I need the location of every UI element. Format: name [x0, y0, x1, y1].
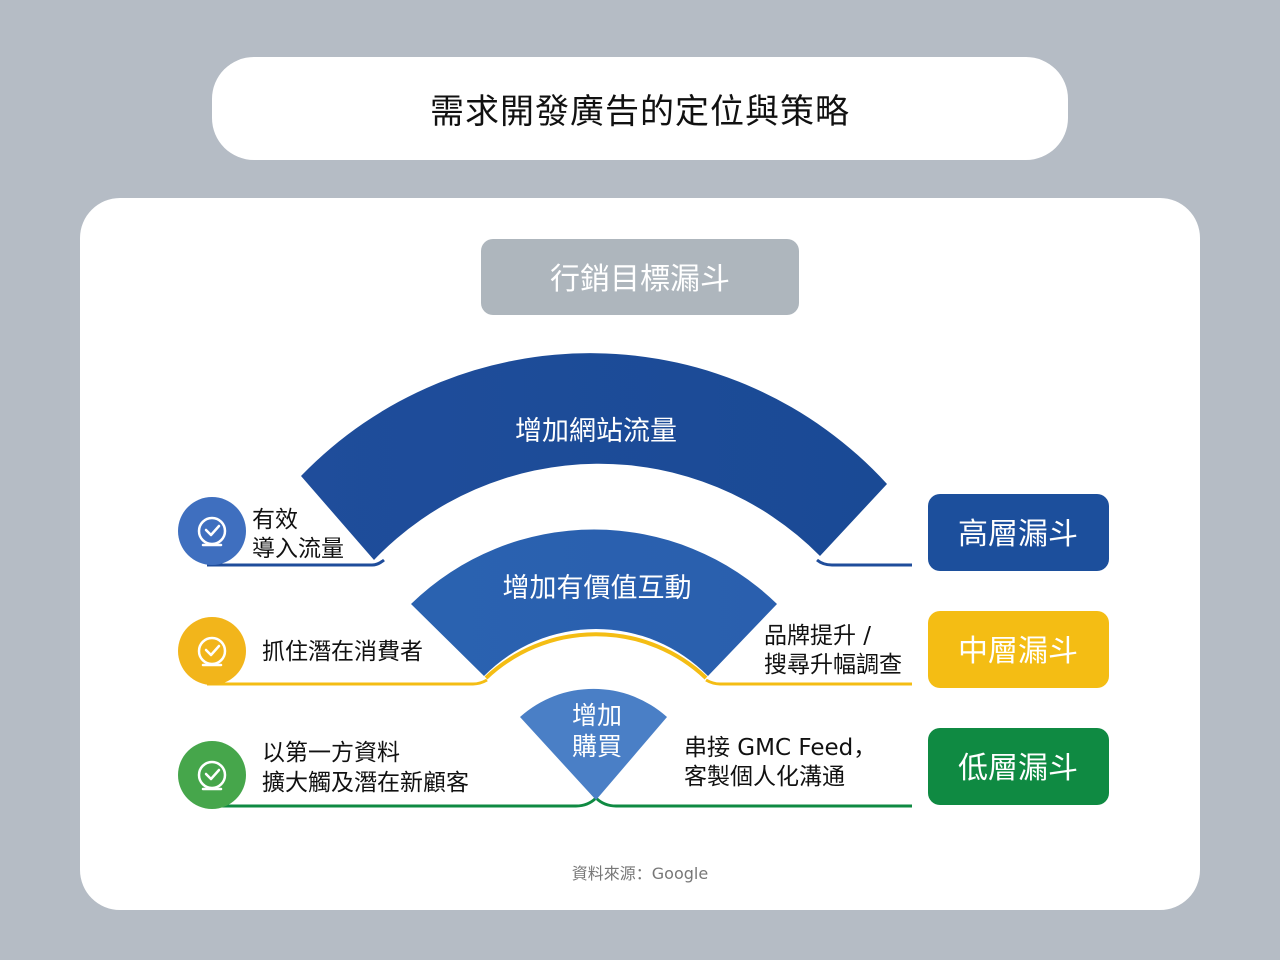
mid-arc-accent	[484, 632, 708, 680]
funnel-header-text: 行銷目標漏斗	[550, 262, 730, 297]
page-title: 需求開發廣告的定位與策略	[430, 92, 850, 132]
low-right-line1: 串接 GMC Feed，	[684, 735, 876, 761]
badge-mid-text: 中層漏斗	[958, 634, 1078, 669]
high-left-line	[207, 558, 385, 567]
mid-right-line	[705, 678, 912, 686]
mid-band	[411, 529, 777, 676]
low-right-line2: 客製個人化溝通	[684, 764, 845, 790]
low-band-line2: 購買	[572, 732, 622, 761]
low-band	[520, 688, 667, 800]
badge-mid: 中層漏斗	[928, 611, 1109, 688]
high-band	[301, 353, 887, 560]
funnel-header-bg	[481, 239, 799, 315]
mid-check-icon	[178, 617, 246, 685]
mid-left-line	[207, 678, 488, 686]
badge-high: 高層漏斗	[928, 494, 1109, 571]
low-line	[207, 795, 912, 808]
low-check-icon	[178, 741, 246, 809]
mid-right-line2: 搜尋升幅調查	[764, 652, 902, 678]
source-note: 資料來源：Google	[571, 864, 709, 883]
mid-right-line1: 品牌提升 /	[764, 623, 871, 649]
low-band-line1: 增加	[572, 701, 622, 730]
high-left-line1: 有效	[252, 507, 298, 533]
high-right-line	[816, 558, 912, 567]
badge-low-text: 低層漏斗	[958, 751, 1078, 786]
high-band-text: 增加網站流量	[515, 416, 677, 447]
badge-high-text: 高層漏斗	[958, 517, 1078, 552]
funnel-header: 行銷目標漏斗	[481, 239, 799, 315]
mid-band-text: 增加有價值互動	[503, 573, 692, 604]
title-banner: 需求開發廣告的定位與策略	[212, 57, 1068, 160]
mid-left-text: 抓住潛在消費者	[262, 639, 423, 665]
high-check-icon	[178, 497, 246, 565]
low-left-line2: 擴大觸及潛在新顧客	[262, 770, 469, 796]
high-left-line2: 導入流量	[252, 536, 344, 562]
badge-low: 低層漏斗	[928, 728, 1109, 805]
low-left-line1: 以第一方資料	[262, 740, 400, 766]
